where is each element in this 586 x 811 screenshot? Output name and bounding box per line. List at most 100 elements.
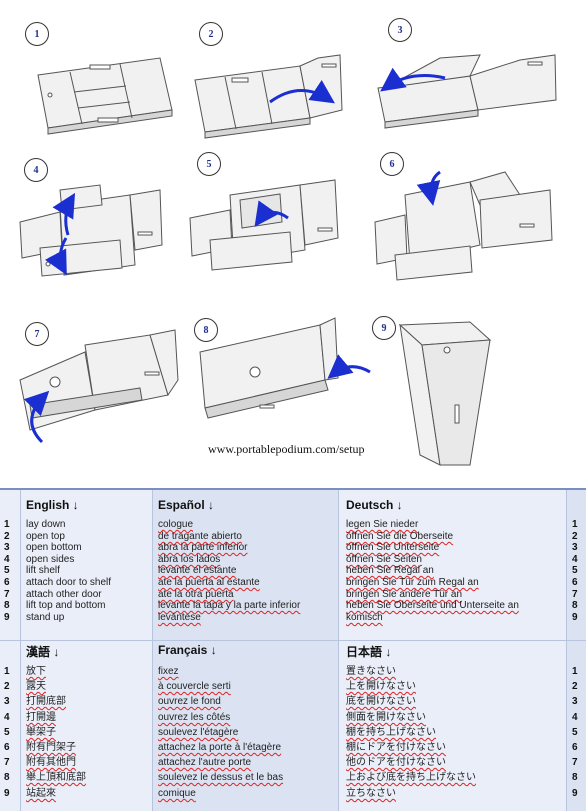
- row-number-left: 2: [4, 681, 10, 692]
- cell-french: attachez la porte à l'étagère: [158, 742, 282, 753]
- step-1-illustration: [37, 57, 173, 135]
- cell-french: comique: [158, 788, 196, 799]
- row-number-left: 6: [4, 577, 10, 588]
- header-english: English ↓: [26, 498, 79, 512]
- cell-chinese: 附有其他門: [26, 757, 76, 768]
- cell-spanish: levante la tapa y la parte inferior: [158, 600, 301, 611]
- cell-japanese: 棚を持ち上げなさい: [346, 727, 436, 738]
- row-number-left: 1: [4, 666, 10, 677]
- cell-spanish: ate la otra puerta: [158, 589, 234, 600]
- cell-french: fixez: [158, 666, 179, 677]
- row-number-left: 5: [4, 565, 10, 576]
- step-3-badge: 3: [388, 18, 412, 42]
- cell-english: open bottom: [26, 542, 82, 553]
- cell-chinese: 打開底部: [26, 696, 66, 707]
- row-number-right: 8: [572, 600, 578, 611]
- assembly-diagram: 1 2 3 4 5 6 7 8 9 www.portablepodium.com…: [19, 18, 557, 466]
- row-number-left: 9: [4, 612, 10, 623]
- row-number-right: 3: [572, 542, 578, 553]
- cell-german: öffnen Sie die Oberseite: [346, 531, 454, 542]
- cell-japanese: 置きなさい: [346, 666, 396, 677]
- cell-english: lift top and bottom: [26, 600, 106, 611]
- row-number-left: 2: [4, 531, 10, 542]
- step-4-badge: 4: [24, 158, 48, 182]
- row-number-left: 7: [4, 757, 10, 768]
- cell-french: à couvercle serti: [158, 681, 231, 692]
- cell-spanish: ate la puerta al estante: [158, 577, 260, 588]
- row-number-right: 6: [572, 577, 578, 588]
- row-number-right: 2: [572, 681, 578, 692]
- step-8-badge: 8: [194, 318, 218, 342]
- cell-chinese: 附有門架子: [26, 742, 76, 753]
- row-number-right: 8: [572, 772, 578, 783]
- row-number-left: 3: [4, 542, 10, 553]
- cell-german: bringen Sie Tür zum Regal an: [346, 577, 479, 588]
- row-number-right: 7: [572, 757, 578, 768]
- assembly-illustrations: [19, 54, 557, 466]
- step-4-illustration: [19, 184, 163, 277]
- header-french: Français ↓: [158, 643, 217, 657]
- row-number-right: 9: [572, 788, 578, 799]
- header-chinese: 漢語 ↓: [26, 645, 60, 659]
- cell-japanese: 底を開けなさい: [346, 696, 416, 707]
- cell-spanish: levante el estante: [158, 565, 237, 576]
- cell-english: open top: [26, 531, 65, 542]
- step-2-badge: 2: [199, 22, 223, 46]
- row-number-left: 8: [4, 600, 10, 611]
- row-number-right: 5: [572, 565, 578, 576]
- row-number-right: 1: [572, 666, 578, 677]
- row-number-right: 4: [572, 712, 578, 723]
- cell-german: öffnen Sie Unterseite: [346, 542, 440, 553]
- cell-french: ouvrez les côtés: [158, 712, 231, 723]
- cell-german: heben Sie Regal an: [346, 565, 434, 576]
- step-7-badge: 7: [25, 322, 49, 346]
- translation-table: [0, 488, 586, 811]
- cell-japanese: 棚にドアを付けなさい: [346, 742, 446, 753]
- cell-chinese: 放下: [26, 666, 46, 677]
- cell-german: bringen Sie andere Tür an: [346, 589, 463, 600]
- cell-japanese: 上を開けなさい: [346, 681, 416, 692]
- step-5-badge: 5: [197, 152, 221, 176]
- row-number-right: 3: [572, 696, 578, 707]
- cell-french: ouvrez le fond: [158, 696, 221, 707]
- cell-japanese: 立ちなさい: [346, 788, 396, 799]
- row-number-right: 9: [572, 612, 578, 623]
- cell-chinese: 露天: [26, 681, 46, 692]
- step-3-illustration: [377, 54, 557, 129]
- cell-chinese: 打開邊: [26, 712, 56, 723]
- row-number-left: 4: [4, 712, 10, 723]
- step-9-illustration: [398, 321, 492, 466]
- cell-german: heben Sie Oberseite und Unterseite an: [346, 600, 519, 611]
- row-number-left: 5: [4, 727, 10, 738]
- step-6-illustration: [374, 171, 553, 281]
- row-number-right: 4: [572, 554, 578, 565]
- step-1-badge: 1: [25, 22, 49, 46]
- cell-spanish: levántese: [158, 612, 201, 623]
- row-number-left: 9: [4, 788, 10, 799]
- cell-french: soulevez le dessus et le bas: [158, 772, 284, 783]
- row-number-right: 2: [572, 531, 578, 542]
- cell-english: attach other door: [26, 589, 102, 600]
- row-number-left: 7: [4, 589, 10, 600]
- cell-spanish: abra los lados: [158, 554, 221, 565]
- row-number-left: 6: [4, 742, 10, 753]
- header-spanish: Español ↓: [158, 498, 215, 512]
- row-number-left: 1: [4, 519, 10, 530]
- cell-chinese: 舉架子: [26, 727, 56, 738]
- cell-german: öffnen Sie Seiten: [346, 554, 422, 565]
- cell-english: lift shelf: [26, 565, 60, 576]
- cell-english: attach door to shelf: [26, 577, 112, 588]
- cell-chinese: 站起來: [26, 788, 56, 799]
- cell-french: soulevez l'étagère: [158, 727, 239, 738]
- cell-japanese: 側面を開けなさい: [346, 712, 426, 723]
- step-8-illustration: [199, 317, 339, 419]
- step-9-badge: 9: [372, 316, 396, 340]
- header-japanese: 日本語 ↓: [346, 645, 392, 659]
- row-number-left: 8: [4, 772, 10, 783]
- row-number-right: 7: [572, 589, 578, 600]
- cell-chinese: 舉上頂和底部: [26, 772, 86, 783]
- cell-english: lay down: [26, 519, 66, 530]
- cell-english: stand up: [26, 612, 65, 623]
- header-german: Deutsch ↓: [346, 498, 403, 512]
- cell-english: open sides: [26, 554, 75, 565]
